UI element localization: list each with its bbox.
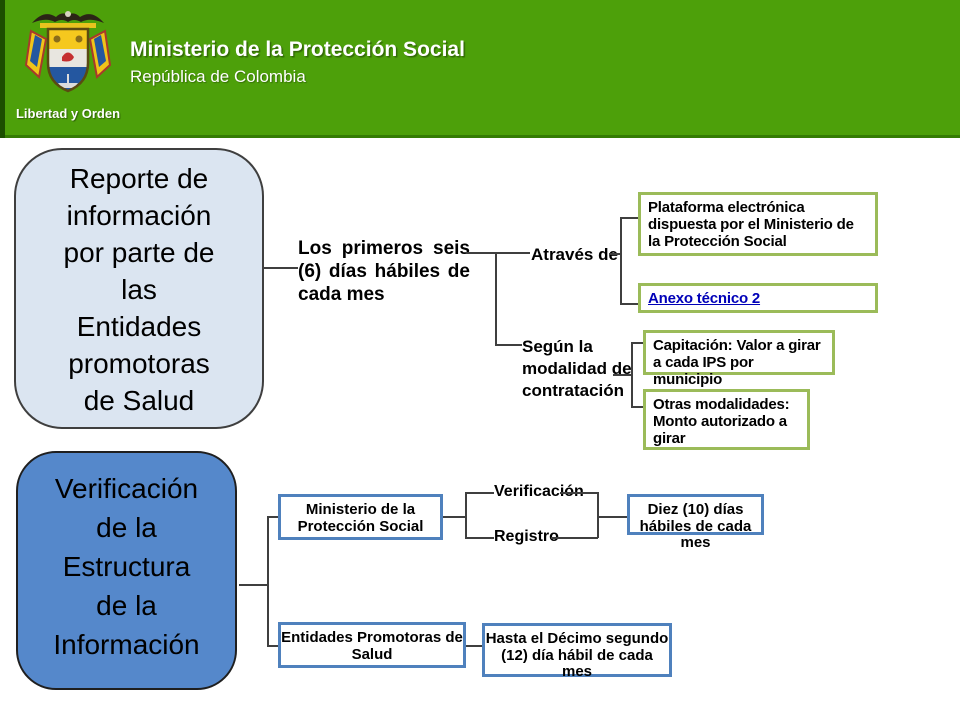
connector-line [495, 252, 530, 254]
connector-line [495, 252, 497, 345]
label-verificacion: Verificación [494, 483, 584, 500]
connector-line [631, 342, 643, 344]
logo-motto: Libertad y Orden [15, 106, 121, 121]
connector-line [620, 217, 638, 219]
header-left-strip [0, 0, 5, 138]
node-otras-modalidades: Otras modalidades: Monto autorizado a gi… [643, 389, 810, 450]
branch-label-modalidad: Según la modalidad de contratación [522, 337, 632, 400]
connector-line [631, 406, 643, 408]
connector-line [495, 344, 522, 346]
connector-line [597, 492, 599, 538]
connector-line [620, 217, 622, 305]
node-ministerio: Ministerio de la Protección Social [278, 494, 443, 540]
connector-line [609, 253, 621, 255]
anexo-tecnico-link[interactable]: Anexo técnico 2 [648, 290, 761, 307]
branch-label-atraves-de: Através de [531, 245, 618, 264]
connector-line [466, 645, 482, 647]
node-plataforma-electronica: Plataforma electrónica dispuesta por el … [638, 192, 878, 256]
connector-line [620, 303, 638, 305]
connector-line [239, 584, 268, 586]
node-anexo-tecnico: Anexo técnico 2 [638, 283, 878, 313]
header-band: Libertad y Orden Ministerio de la Protec… [0, 0, 960, 138]
connector-line [613, 374, 631, 376]
header-title: Ministerio de la Protección Social [130, 38, 465, 61]
colombia-coat-of-arms-icon [24, 11, 112, 93]
header-subtitle: República de Colombia [130, 67, 306, 86]
connector-line [267, 516, 269, 646]
connector-line [443, 516, 466, 518]
connector-line [465, 537, 494, 539]
connector-line [465, 492, 467, 538]
node-hasta-decimo-segundo: Hasta el Décimo segundo (12) día hábil d… [482, 623, 672, 680]
root-box-verificacion: Verificación de la Estructura de la Info… [16, 451, 237, 690]
connector-line [631, 342, 633, 408]
node-entidades-promotoras: Entidades Promotoras de Salud [278, 622, 466, 668]
connector-line [264, 267, 298, 269]
connector-line [267, 516, 278, 518]
connector-line [551, 537, 598, 539]
connector-line [560, 492, 598, 494]
connector-line [597, 516, 627, 518]
connector-line [466, 252, 496, 254]
timing-text-primeros-seis: Los primeros seis (6) días hábiles de ca… [298, 238, 470, 305]
root-box-reporte: Reporte de información por parte de las … [14, 148, 264, 429]
node-diez-dias: Diez (10) días hábiles de cada mes [627, 494, 764, 551]
connector-line [465, 492, 494, 494]
label-registro: Registro [494, 528, 559, 545]
node-capitacion: Capitación: Valor a girar a cada IPS por… [643, 330, 835, 388]
connector-line [267, 645, 278, 647]
